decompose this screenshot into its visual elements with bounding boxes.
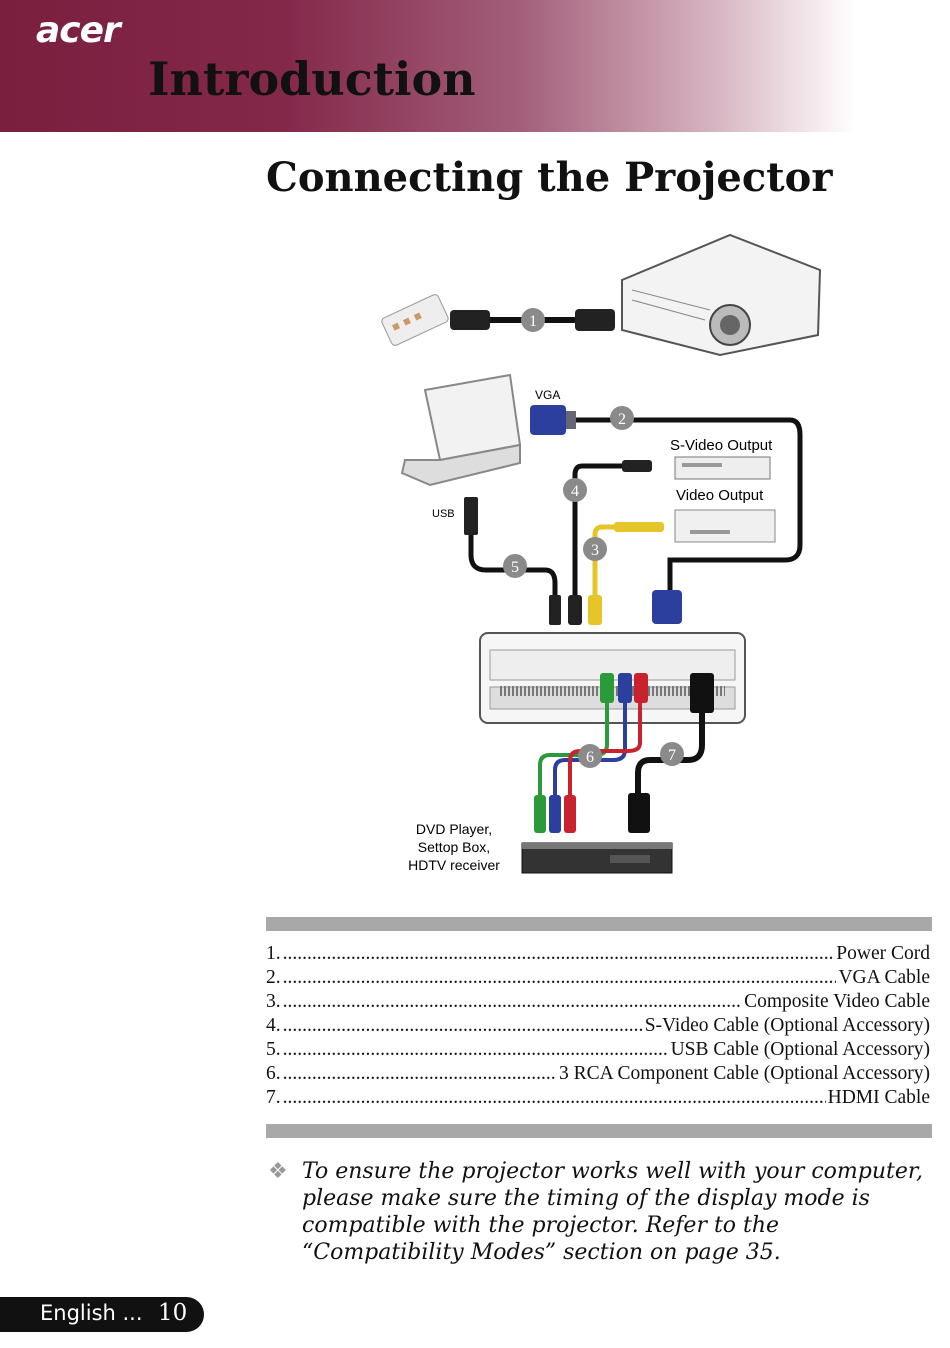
power-cord-icon bbox=[450, 309, 615, 331]
dvd-player-icon bbox=[521, 842, 673, 874]
marker-7: 7 bbox=[660, 742, 684, 766]
marker-5: 5 bbox=[503, 554, 527, 578]
svideo-cable bbox=[572, 463, 622, 605]
projector-icon bbox=[621, 233, 822, 357]
dvd-device-icon bbox=[674, 509, 776, 543]
svideo-plug-bottom-icon bbox=[568, 595, 582, 625]
vcr-device-icon bbox=[674, 456, 771, 480]
usb-label: USB bbox=[432, 508, 455, 520]
usb-plug-icon bbox=[464, 497, 478, 535]
cable-item: 7.HDMI Cable bbox=[266, 1086, 930, 1110]
marker-3: 3 bbox=[583, 537, 607, 561]
svideo-plug-icon bbox=[622, 460, 652, 472]
svg-text:4: 4 bbox=[571, 483, 579, 500]
footer-language: English ... bbox=[40, 1301, 143, 1325]
cable-item: 5.USB Cable (Optional Accessory) bbox=[266, 1038, 930, 1062]
power-strip-icon bbox=[381, 294, 449, 346]
diamond-bullet-icon: ❖ bbox=[268, 1158, 288, 1183]
chapter-title: Introduction bbox=[148, 52, 476, 106]
note-text: To ensure the projector works well with … bbox=[302, 1159, 923, 1265]
svg-text:1: 1 bbox=[529, 313, 537, 330]
rca-red-plug-icon bbox=[564, 795, 576, 833]
svg-text:2: 2 bbox=[618, 411, 626, 428]
cable-item: 3.Composite Video Cable bbox=[266, 990, 930, 1014]
marker-1: 1 bbox=[521, 308, 545, 332]
cable-item: 6.3 RCA Component Cable (Optional Access… bbox=[266, 1062, 930, 1086]
cable-item: 4.S-Video Cable (Optional Accessory) bbox=[266, 1014, 930, 1038]
dvd-label-line1: DVD Player, bbox=[416, 821, 492, 837]
video-output-label: Video Output bbox=[676, 487, 764, 504]
dvd-label-line2: Settop Box, bbox=[418, 839, 490, 855]
connection-diagram: VGA S-Video Output Video Output USB D bbox=[381, 233, 822, 874]
composite-plug-icon bbox=[614, 522, 664, 532]
page-header: acer Introduction bbox=[0, 0, 950, 132]
svg-text:7: 7 bbox=[668, 747, 676, 764]
marker-6: 6 bbox=[578, 744, 602, 768]
divider-bottom bbox=[266, 1124, 932, 1138]
laptop-icon bbox=[400, 373, 522, 487]
dvd-label-line3: HDTV receiver bbox=[408, 857, 500, 873]
cable-item: 1.Power Cord bbox=[266, 942, 930, 966]
usb-plug-bottom-icon bbox=[549, 595, 561, 625]
vga-label: VGA bbox=[535, 388, 560, 402]
composite-cable bbox=[592, 524, 614, 605]
composite-plug-bottom-icon bbox=[588, 595, 602, 625]
hdmi-plug-bottom-icon bbox=[628, 793, 650, 833]
vga-plug-icon bbox=[652, 590, 682, 624]
rca-blue-plug-icon bbox=[549, 795, 561, 833]
cable-item: 2.VGA Cable bbox=[266, 966, 930, 990]
divider-top bbox=[266, 917, 932, 931]
page-footer: English ... 10 bbox=[0, 1297, 204, 1332]
vga-cable bbox=[576, 417, 803, 595]
acer-logo: acer bbox=[36, 10, 121, 51]
page-number: 10 bbox=[158, 1300, 188, 1326]
section-title: Connecting the Projector bbox=[266, 154, 833, 201]
component-red-cable bbox=[568, 680, 642, 800]
rca-green-plug-icon bbox=[534, 795, 546, 833]
svg-text:6: 6 bbox=[586, 749, 594, 766]
vga-connector-icon bbox=[530, 405, 576, 435]
svg-text:3: 3 bbox=[591, 542, 599, 559]
marker-4: 4 bbox=[563, 478, 587, 502]
hdmi-plug-top-icon bbox=[690, 673, 714, 713]
marker-2: 2 bbox=[610, 406, 634, 430]
svideo-output-label: S-Video Output bbox=[670, 437, 773, 454]
cable-list: 1.Power Cord 2.VGA Cable 3.Composite Vid… bbox=[266, 942, 930, 1110]
svg-text:5: 5 bbox=[511, 559, 519, 576]
